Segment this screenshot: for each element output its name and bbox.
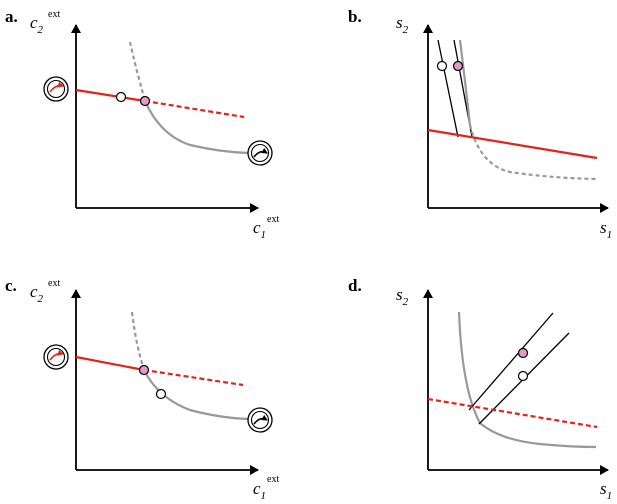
red-line [75,355,145,372]
gray-curve-dashed [130,311,146,371]
circular-arrow-icon [247,407,273,433]
x-axis-superscript: ext [267,474,279,485]
white-point [115,91,127,103]
panel-b: b. s2 s1 [348,7,612,241]
white-point [436,60,448,72]
x-axis-label: s1 [600,218,612,241]
red-line [75,88,146,103]
panel-letter: b. [348,7,362,26]
red-line-dashed [427,397,598,429]
black-line [437,39,459,138]
panel-a: a. c2 ext c1 ext [5,7,279,241]
circular-arrow-icon [247,140,273,166]
black-line [468,312,554,411]
pink-point [517,347,529,359]
x-axis-label: s1 [600,479,612,502]
panel-letter: d. [348,276,362,295]
y-axis-label: s2 [396,13,409,36]
circular-arrow-icon [43,76,69,102]
red-line-dashed [144,99,245,119]
gray-curve [143,369,249,421]
gray-curve [143,100,249,155]
panel-c: c. c2 ext c1 ext [5,276,279,502]
gray-curve-dashed [128,41,147,102]
circular-arrow-icon [43,344,69,370]
pink-point [452,60,464,72]
panel-letter: a. [5,7,18,26]
gray-curve [457,311,597,449]
y-axis-label: s2 [396,285,409,308]
y-axis-label: c2 [30,282,44,305]
x-axis-label: c1 [253,479,266,502]
x-axis-superscript: ext [267,214,279,225]
red-line [427,128,598,160]
x-axis-label: c1 [253,218,266,241]
y-axis-label: c2 [30,13,44,36]
gray-curve [458,39,472,126]
white-point [155,388,167,400]
gray-curve-dashed [468,124,597,181]
pink-point [138,364,150,376]
white-point [517,370,529,382]
y-axis-superscript: ext [48,9,60,20]
y-axis-superscript: ext [48,278,60,289]
panel-d: d. s2 s1 [348,276,612,502]
pink-point [139,95,151,107]
panel-letter: c. [5,276,17,295]
red-line-dashed [143,368,244,387]
